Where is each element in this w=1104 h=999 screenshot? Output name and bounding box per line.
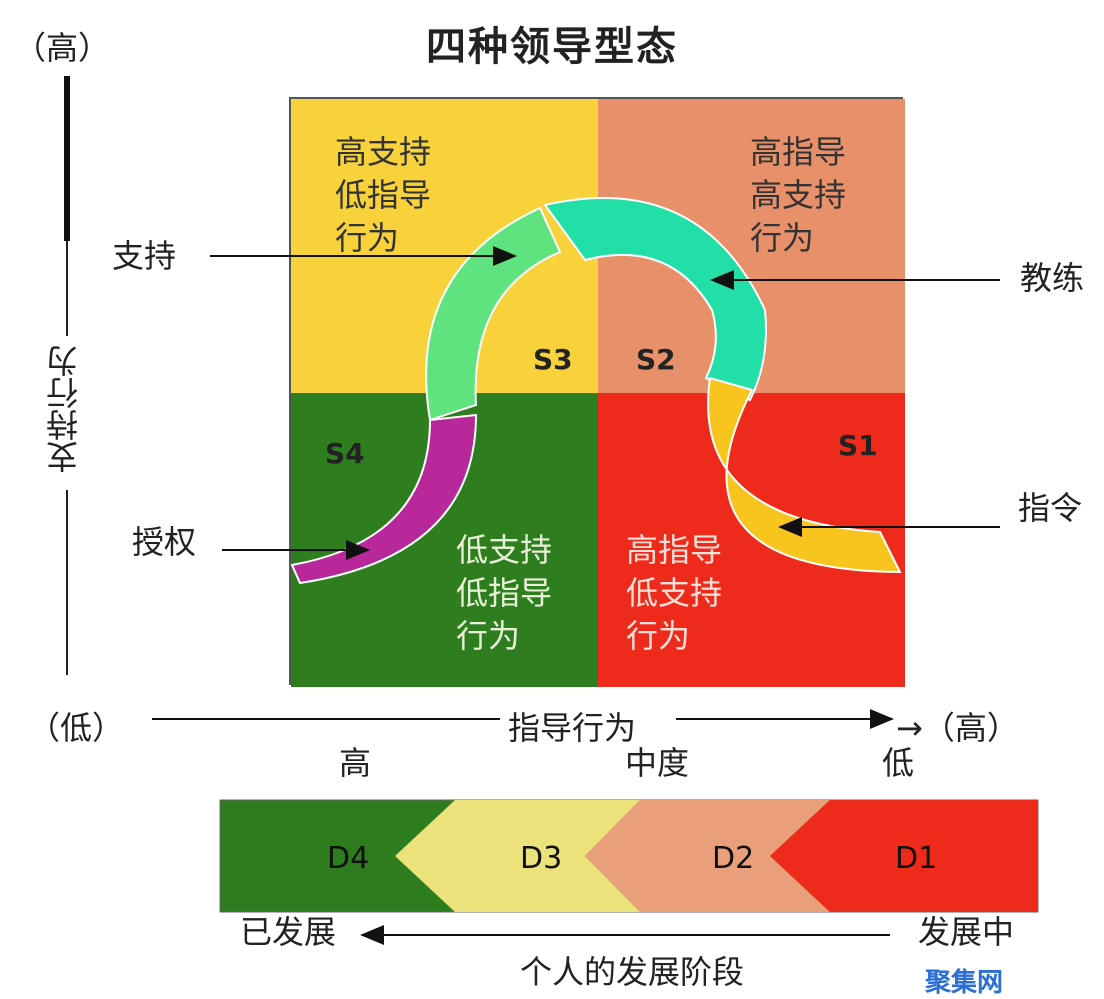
label-coach: 教练 bbox=[1020, 259, 1085, 297]
page-title: 四种领导型态 bbox=[426, 23, 678, 70]
dev-label-d3: D3 bbox=[520, 841, 563, 876]
y-axis-high-label: （高） bbox=[14, 29, 111, 67]
label-support: 支持 bbox=[112, 237, 177, 275]
watermark-logo: 聚集网 bbox=[925, 968, 1004, 998]
dev-level-high: 高 bbox=[339, 744, 372, 782]
dev-segment-d2 bbox=[585, 800, 830, 912]
development-bar bbox=[219, 799, 1039, 913]
quadrant-s4-code: S4 bbox=[325, 437, 365, 470]
dev-label-d4: D4 bbox=[327, 841, 370, 876]
quadrant-s3-text: 高支持 低指导 行为 bbox=[335, 133, 432, 257]
label-direct: 指令 bbox=[1018, 489, 1083, 527]
dev-axis-right-label: 发展中 bbox=[918, 913, 1015, 951]
quadrant-s1-code: S1 bbox=[838, 429, 878, 462]
y-axis-low-label: （低） bbox=[28, 709, 125, 747]
dev-label-d2: D2 bbox=[712, 841, 755, 876]
curve-segment-s4 bbox=[290, 413, 478, 585]
label-delegate: 授权 bbox=[132, 523, 197, 561]
dev-segment-d3 bbox=[395, 800, 640, 912]
x-axis-high-label: →（高） bbox=[896, 709, 1019, 747]
curve-segment-s1 bbox=[707, 376, 902, 574]
dev-label-d1: D1 bbox=[895, 841, 938, 876]
y-axis-line bbox=[64, 76, 70, 241]
curve-segment-s2 bbox=[543, 197, 767, 402]
dev-level-low: 低 bbox=[882, 744, 915, 782]
quadrant-s3-code: S3 bbox=[533, 343, 573, 376]
quadrant-s4: 低支持 低指导 行为 S4 bbox=[291, 393, 598, 687]
quadrant-s2-text: 高指导 高支持 行为 bbox=[750, 133, 847, 257]
x-axis-label: 指导行为 bbox=[508, 709, 637, 747]
dev-level-mid: 中度 bbox=[625, 744, 690, 782]
quadrant-s1-text: 高指导 低支持 行为 bbox=[626, 531, 723, 655]
dev-segment-d1 bbox=[770, 800, 1038, 912]
y-axis-line bbox=[66, 490, 68, 675]
quadrant-s4-text: 低支持 低指导 行为 bbox=[456, 531, 553, 655]
y-axis-line bbox=[66, 241, 68, 336]
curve-segment-s3 bbox=[425, 206, 562, 422]
dev-axis-left-label: 已发展 bbox=[240, 913, 337, 951]
dev-axis-label: 个人的发展阶段 bbox=[520, 953, 745, 991]
quadrant-s2-code: S2 bbox=[636, 343, 676, 376]
